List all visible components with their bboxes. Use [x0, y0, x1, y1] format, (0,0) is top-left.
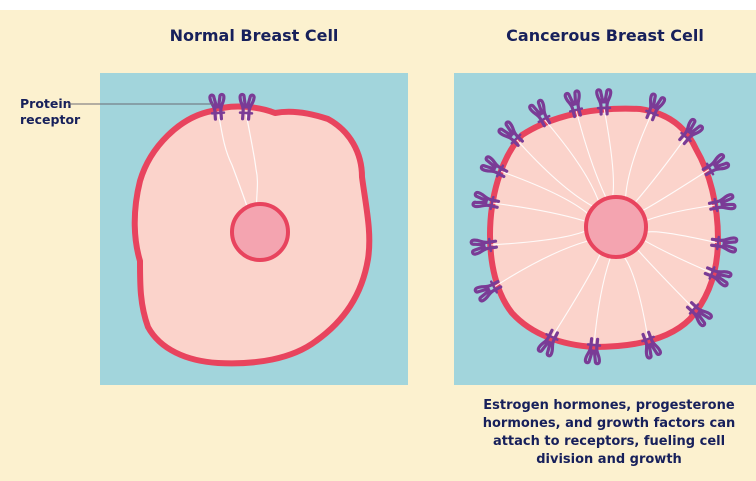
cancerous-cell-nucleus [586, 197, 646, 257]
normal-cell-illustration [100, 73, 408, 385]
normal-cell-nucleus [232, 204, 288, 260]
cancerous-cell-illustration [454, 73, 756, 385]
receptor-caption: Estrogen hormones, progesterone hormones… [462, 397, 756, 469]
cancerous-cell-panel [454, 73, 756, 385]
caption-line4: division and growth [462, 451, 756, 469]
caption-line1: Estrogen hormones, progesterone [462, 397, 756, 415]
caption-line2: hormones, and growth factors can [462, 415, 756, 433]
cancer-receptor-icon [475, 278, 503, 302]
cancerous-cell-heading: Cancerous Breast Cell [454, 26, 756, 46]
protein-receptor-label-line2: receptor [20, 112, 100, 128]
normal-cell-heading: Normal Breast Cell [100, 26, 408, 46]
protein-receptor-label: Protein receptor [20, 96, 100, 128]
caption-line3: attach to receptors, fueling cell [462, 433, 756, 451]
normal-cell-panel [100, 73, 408, 385]
protein-receptor-label-line1: Protein [20, 96, 100, 112]
